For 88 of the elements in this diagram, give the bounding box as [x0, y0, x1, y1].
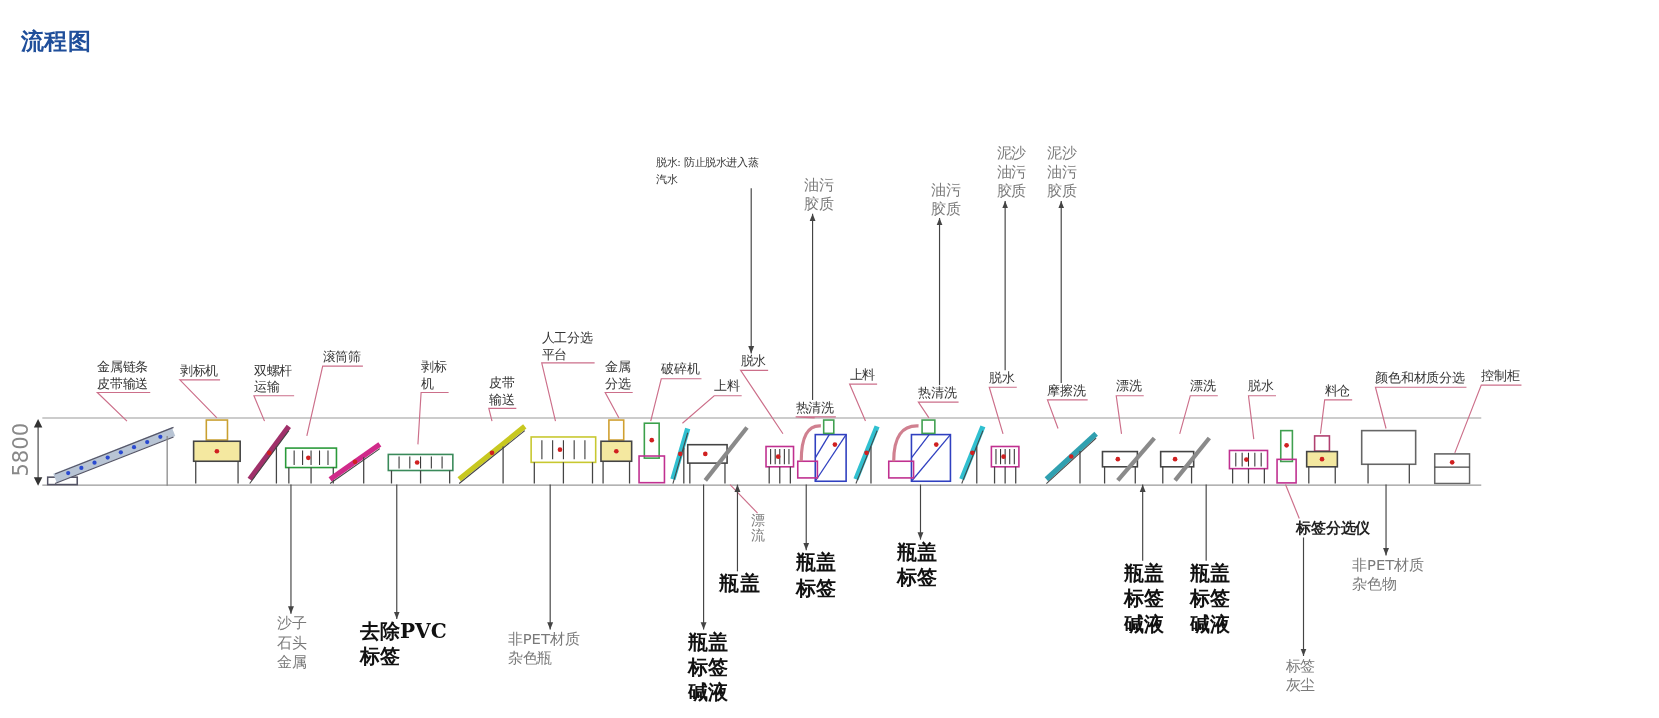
process-label: 皮带输送 — [488, 375, 517, 409]
process-label: 热清洗 — [795, 399, 836, 417]
leader-line — [541, 362, 596, 422]
machine-drawing — [1274, 428, 1299, 485]
output-label: 沙子石头金属 — [277, 613, 309, 672]
output-label: 瓶盖标签碱液 — [1123, 560, 1166, 637]
note-text: 脱水: 防止脱水进入蒸汽水 — [656, 154, 762, 189]
cabinet-drawing — [1433, 452, 1471, 485]
machine-drawing — [1359, 428, 1418, 485]
arrow — [1139, 484, 1146, 562]
process-label: 热清洗 — [918, 385, 959, 402]
output-label: 瓶盖标签 — [795, 550, 838, 601]
dimension-label: 5800 — [7, 422, 34, 477]
process-label: 滚筒筛 — [322, 349, 363, 366]
leader-line — [1319, 399, 1353, 435]
leader-line — [795, 416, 837, 419]
leader-line — [488, 407, 517, 422]
arrow — [393, 484, 400, 620]
title: 流程图 — [21, 26, 91, 56]
leader-line — [306, 365, 364, 437]
leader-line — [1374, 386, 1467, 430]
output-label: 非PET材质杂色瓶 — [507, 629, 593, 668]
machine-drawing — [597, 417, 635, 485]
leader-line — [1454, 384, 1523, 454]
process-label: 剥标机 — [421, 359, 449, 393]
leader-line — [95, 391, 151, 422]
arrow — [936, 217, 943, 386]
output-label: 瓶盖 — [719, 571, 762, 597]
leader-line — [739, 369, 784, 435]
process-label: 上料 — [849, 367, 878, 384]
arrow — [288, 484, 294, 615]
arrow — [1300, 536, 1307, 657]
leader-line — [681, 395, 743, 424]
output-label: 漂流 — [751, 513, 768, 544]
leader-line — [988, 386, 1018, 435]
arrow — [1383, 484, 1389, 557]
leader-line — [848, 383, 878, 422]
leader-line — [917, 401, 960, 419]
output-label: 去除PVC标签 — [359, 618, 466, 670]
process-label: 上料 — [714, 378, 742, 396]
arrow — [917, 484, 924, 541]
output-label: 油污胶质 — [804, 175, 836, 215]
arrow — [734, 484, 741, 572]
process-label: 破碎机 — [661, 361, 702, 379]
output-label: 非PET材质杂色物 — [1352, 555, 1437, 594]
process-label: 脱水 — [989, 370, 1017, 387]
process-label: 剥标机 — [179, 362, 221, 380]
device-label: 标签分选仪 — [1296, 518, 1373, 538]
leader-line — [729, 484, 759, 514]
process-label: 控制柜 — [1481, 368, 1522, 385]
leader-line — [417, 391, 450, 445]
process-label: 料仓 — [1324, 383, 1353, 400]
arrow — [1058, 200, 1065, 384]
output-label: 瓶盖标签碱液 — [1190, 560, 1233, 637]
process-label: 脱水 — [1248, 378, 1276, 396]
process-label: 颜色和材质分选 — [1375, 370, 1467, 387]
leader-line — [650, 378, 703, 422]
leader-line — [178, 379, 221, 419]
arrow — [809, 213, 816, 401]
process-label: 脱水 — [740, 353, 769, 370]
process-label: 金属分选 — [605, 359, 633, 393]
process-label: 双螺杆运输 — [253, 362, 295, 396]
process-label: 漂洗 — [1116, 378, 1144, 396]
process-label: 人工分选平台 — [541, 330, 595, 364]
leader-line — [1284, 484, 1300, 520]
arrow — [1002, 200, 1009, 371]
process-label: 摩擦洗 — [1047, 383, 1088, 400]
process-label: 漂洗 — [1190, 378, 1218, 396]
output-label: 瓶盖标签碱液 — [687, 629, 731, 705]
output-label: 瓶盖标签 — [897, 539, 940, 590]
process-label: 金属链条皮带输送 — [97, 359, 151, 393]
output-label: 泥沙油污胶质 — [996, 142, 1029, 201]
leader-line — [1115, 395, 1145, 435]
leader-line — [604, 391, 634, 419]
arrow — [803, 484, 810, 551]
leader-line — [253, 395, 295, 422]
leader-line — [1046, 399, 1089, 430]
output-label: 标签灰尘 — [1285, 656, 1318, 695]
arrow — [700, 484, 707, 631]
leader-line — [1247, 395, 1277, 440]
machine-drawing — [1303, 433, 1341, 485]
leader-line — [1179, 395, 1219, 435]
output-label: 油污胶质 — [931, 179, 963, 219]
output-label: 泥沙油污胶质 — [1047, 142, 1080, 201]
machine-drawing — [190, 417, 244, 485]
machine-drawing — [636, 421, 667, 485]
arrow — [748, 187, 755, 354]
arrow — [547, 484, 554, 631]
